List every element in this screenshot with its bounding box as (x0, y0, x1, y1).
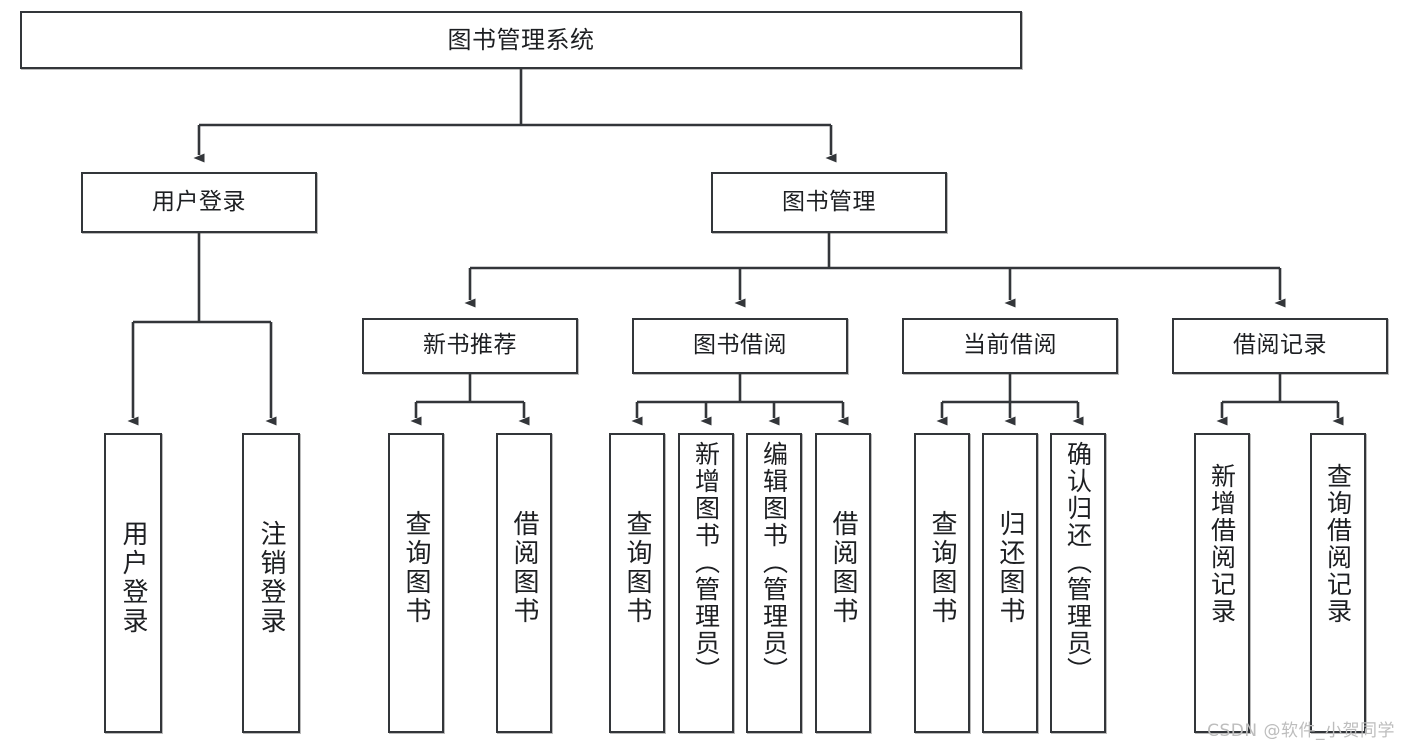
node-label: 注销登录 (256, 520, 286, 636)
node-leaf-user-login[interactable]: 用户登录 (104, 433, 162, 733)
node-label: 新增借阅记录 (1207, 463, 1237, 625)
node-leaf-edit-book[interactable]: 编辑图书（管理员） (746, 433, 802, 733)
node-user-login[interactable]: 用户登录 (81, 172, 317, 233)
node-leaf-add-book[interactable]: 新增图书（管理员） (678, 433, 734, 733)
node-leaf-confirm-return[interactable]: 确认归还（管理员） (1050, 433, 1106, 733)
node-label: 图书管理 (782, 188, 876, 215)
node-leaf-borrow-book[interactable]: 借阅图书 (815, 433, 871, 733)
node-leaf-logout-login[interactable]: 注销登录 (242, 433, 300, 733)
node-label: 借阅记录 (1233, 332, 1327, 359)
node-label: 借阅图书 (828, 510, 858, 626)
csdn-watermark: CSDN @软件_小贺同学 (1207, 721, 1395, 741)
node-leaf-add-borrow-record[interactable]: 新增借阅记录 (1194, 433, 1250, 733)
node-book-management-system[interactable]: 图书管理系统 (20, 11, 1022, 69)
node-label: 查询图书 (927, 510, 957, 626)
node-label: 确认归还（管理员） (1063, 441, 1093, 684)
node-book-management[interactable]: 图书管理 (711, 172, 947, 233)
node-leaf-query-book-recommend[interactable]: 查询图书 (388, 433, 444, 733)
node-label: 当前借阅 (963, 332, 1057, 359)
node-current-borrow[interactable]: 当前借阅 (902, 318, 1118, 374)
node-new-book-recommend[interactable]: 新书推荐 (362, 318, 578, 374)
node-label: 新增图书（管理员） (691, 441, 721, 684)
node-label: 图书借阅 (693, 332, 787, 359)
node-borrow-record[interactable]: 借阅记录 (1172, 318, 1388, 374)
node-leaf-query-book-borrow[interactable]: 查询图书 (609, 433, 665, 733)
node-leaf-query-borrow-record[interactable]: 查询借阅记录 (1310, 433, 1366, 733)
node-label: 借阅图书 (509, 510, 539, 626)
node-label: 查询图书 (401, 510, 431, 626)
node-label: 用户登录 (118, 520, 148, 636)
node-leaf-borrow-book-recommend[interactable]: 借阅图书 (496, 433, 552, 733)
node-label: 图书管理系统 (447, 25, 595, 54)
node-label: 用户登录 (152, 188, 246, 215)
node-label: 查询借阅记录 (1323, 463, 1353, 625)
node-book-borrow[interactable]: 图书借阅 (632, 318, 848, 374)
node-label: 新书推荐 (423, 332, 517, 359)
node-leaf-query-book-current[interactable]: 查询图书 (914, 433, 970, 733)
node-label: 归还图书 (995, 510, 1025, 626)
node-leaf-return-book[interactable]: 归还图书 (982, 433, 1038, 733)
node-label: 编辑图书（管理员） (759, 441, 789, 684)
node-label: 查询图书 (622, 510, 652, 626)
